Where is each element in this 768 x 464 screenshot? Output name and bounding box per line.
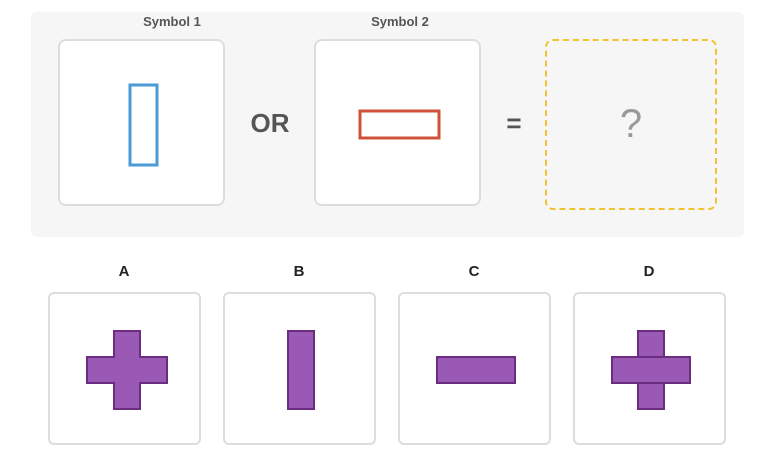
symbol2-horizontal-rect-icon: [358, 109, 441, 140]
symbol1-vertical-rect-icon: [128, 83, 159, 167]
plus-shape-icon: [86, 330, 168, 410]
option-c[interactable]: [398, 292, 551, 445]
answer-slot: ?: [545, 39, 717, 210]
option-b[interactable]: [223, 292, 376, 445]
option-b-label: B: [293, 263, 305, 280]
symbol1-label: Symbol 1: [143, 14, 201, 29]
symbol2-label: Symbol 2: [371, 14, 429, 29]
vertical-bar-icon: [287, 330, 315, 410]
operator-or: OR: [250, 108, 290, 138]
option-a[interactable]: [48, 292, 201, 445]
option-d-label: D: [643, 263, 655, 280]
equals-sign: =: [506, 108, 522, 138]
plus-overlap-icon: [611, 330, 691, 410]
option-d[interactable]: [573, 292, 726, 445]
option-c-label: C: [468, 263, 480, 280]
answer-placeholder: ?: [619, 102, 643, 146]
option-a-label: A: [118, 263, 130, 280]
symbol1-box: [58, 39, 225, 206]
question-panel: Symbol 1 OR Symbol 2 =: [31, 12, 744, 237]
horizontal-bar-icon: [436, 356, 516, 384]
symbol2-box: [314, 39, 481, 206]
